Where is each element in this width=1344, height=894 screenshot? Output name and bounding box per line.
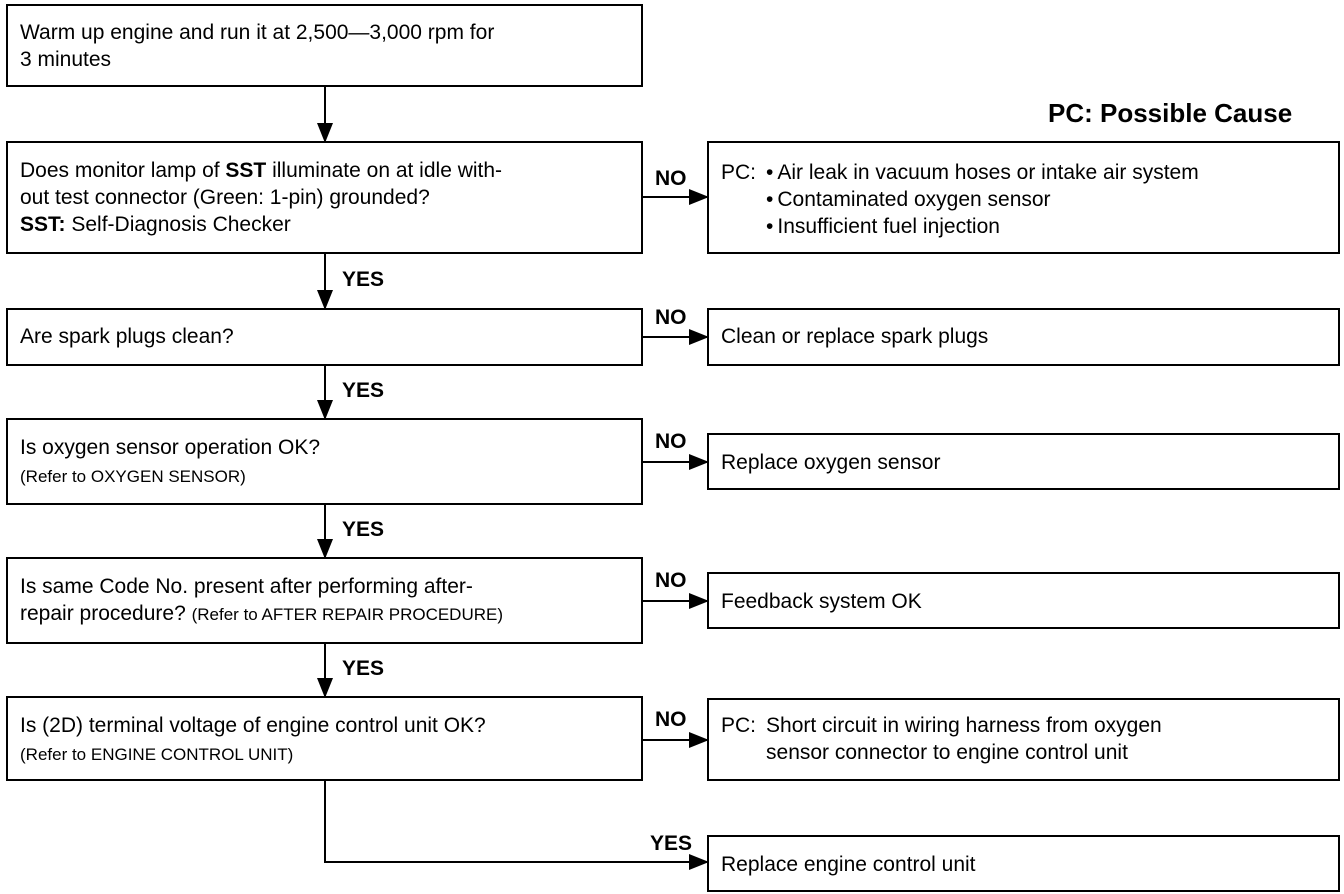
- step-text: repair procedure? (Refer to AFTER REPAIR…: [20, 602, 504, 625]
- result-feedback-ok: Feedback system OK: [707, 572, 1340, 629]
- no-label: NO: [655, 306, 687, 329]
- result-clean-plugs: Clean or replace spark plugs: [707, 308, 1340, 366]
- no-label: NO: [655, 430, 687, 453]
- step-note: (Refer to ENGINE CONTROL UNIT): [20, 745, 294, 764]
- pc-item: Air leak in vacuum hoses or intake air s…: [766, 159, 1198, 186]
- pc-text: sensor connector to engine control unit: [766, 741, 1128, 764]
- step-code-no: Is same Code No. present after performin…: [6, 557, 643, 644]
- yes-label: YES: [342, 657, 385, 680]
- no-label: NO: [655, 569, 687, 592]
- step-text: SST: Self-Diagnosis Checker: [20, 213, 291, 236]
- arrow-yes-6: [324, 781, 709, 870]
- step-text: Is (2D) terminal voltage of engine contr…: [20, 714, 486, 737]
- step-text: Is oxygen sensor operation OK?: [20, 436, 321, 459]
- result-possible-cause-short: PC: Short circuit in wiring harness from…: [707, 698, 1340, 781]
- step-text: Is same Code No. present after performin…: [20, 575, 473, 598]
- no-label: NO: [655, 167, 687, 190]
- result-text: Clean or replace spark plugs: [721, 325, 989, 348]
- result-replace-oxygen-sensor: Replace oxygen sensor: [707, 433, 1340, 490]
- step-text: Warm up engine and run it at 2,500—3,000…: [20, 21, 495, 44]
- yes-label: YES: [650, 832, 693, 855]
- step-text: out test connector (Green: 1-pin) ground…: [20, 186, 430, 209]
- step-note: (Refer to OXYGEN SENSOR): [20, 467, 246, 486]
- step-oxygen-sensor: Is oxygen sensor operation OK? (Refer to…: [6, 418, 643, 505]
- step-text: Are spark plugs clean?: [20, 325, 234, 348]
- yes-label: YES: [342, 379, 385, 402]
- no-label: NO: [655, 708, 687, 731]
- pc-item: Contaminated oxygen sensor: [766, 186, 1199, 213]
- yes-label: YES: [342, 518, 385, 541]
- step-text: Does monitor lamp of SST illuminate on a…: [20, 159, 503, 182]
- yes-label: YES: [342, 268, 385, 291]
- legend-title: PC: Possible Cause: [1048, 98, 1293, 128]
- pc-text: Short circuit in wiring harness from oxy…: [766, 714, 1162, 737]
- step-terminal-voltage: Is (2D) terminal voltage of engine contr…: [6, 696, 643, 781]
- step-monitor-lamp: Does monitor lamp of SST illuminate on a…: [6, 141, 643, 254]
- step-warm-up: Warm up engine and run it at 2,500—3,000…: [6, 4, 643, 87]
- pc-prefix: PC:: [721, 714, 757, 737]
- pc-prefix: PC:: [721, 161, 757, 184]
- result-text: Replace engine control unit: [721, 853, 976, 876]
- result-text: Feedback system OK: [721, 590, 922, 613]
- pc-item: Insufficient fuel injection: [766, 213, 1199, 240]
- result-possible-causes-1: PC: Air leak in vacuum hoses or intake a…: [707, 141, 1340, 254]
- step-text: 3 minutes: [20, 48, 112, 71]
- result-text: Replace oxygen sensor: [721, 451, 941, 474]
- step-spark-plugs: Are spark plugs clean?: [6, 308, 643, 366]
- result-replace-ecu: Replace engine control unit: [707, 835, 1340, 892]
